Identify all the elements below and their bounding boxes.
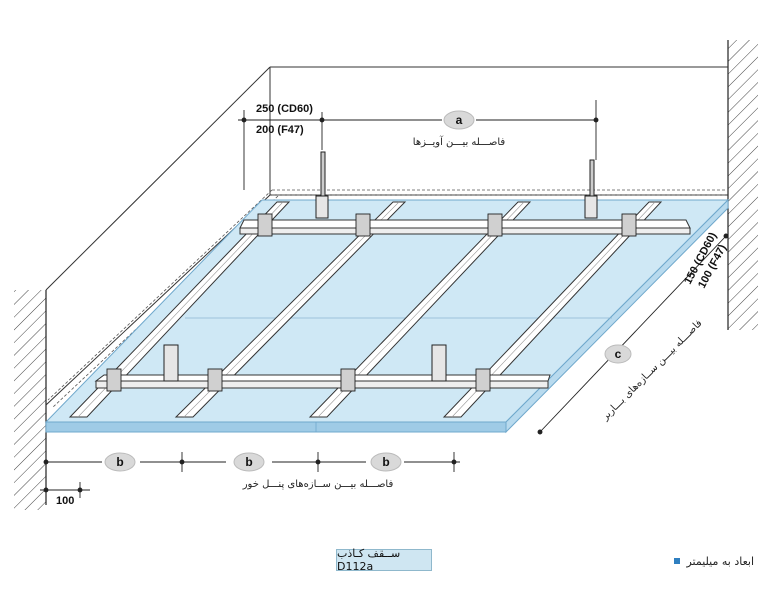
clip — [487, 213, 503, 237]
clip — [355, 213, 371, 237]
left-wall-hatch — [14, 290, 46, 510]
clip — [207, 368, 223, 392]
badge-b: b — [370, 452, 402, 472]
main-carrier-profiles — [94, 219, 691, 389]
svg-text:b: b — [382, 455, 389, 469]
badge-c: c — [604, 344, 632, 364]
wall-hatching — [14, 40, 758, 510]
clip — [475, 368, 491, 392]
right-wall-hatch — [728, 40, 758, 330]
hanger-offset-f47: 200 (F47) — [256, 124, 304, 136]
dimension-lines — [40, 100, 729, 498]
hanger-bracket — [163, 344, 179, 382]
hanger-offset-cd60: 250 (CD60) — [256, 103, 313, 115]
hanger-bracket — [431, 344, 447, 382]
gypsum-board — [44, 198, 730, 434]
hangers — [163, 151, 598, 382]
svg-text:b: b — [116, 455, 123, 469]
profile-3 — [308, 201, 532, 418]
svg-text:b: b — [245, 455, 252, 469]
connectors — [106, 213, 637, 392]
badge-b: b — [233, 452, 265, 472]
hanger-spacing-label: فاصـــله بیـــن آویــزها — [413, 135, 506, 148]
panel-profile-spacing-label: فاصـــله بیـــن ســازه‌های پنـــل خور — [242, 479, 394, 490]
hanger-bracket — [584, 195, 598, 219]
ceiling-assembly-diagram: 250 (CD60) 200 (F47) 150 (CD60) 100 (F47… — [14, 40, 758, 510]
clip — [257, 213, 273, 237]
clip — [340, 368, 356, 392]
svg-text:a: a — [456, 113, 463, 127]
carrier-spacing-label: فاصـــله بیـــن ســازه‌های بـــاربر — [599, 318, 704, 423]
profile-2 — [174, 201, 407, 418]
bullet-icon — [674, 558, 681, 564]
hanger-bracket — [315, 195, 329, 219]
clip — [106, 368, 122, 392]
units-note: ابعاد به میلیمتر — [674, 553, 754, 569]
system-caption: ســقف کـاذب D112a — [336, 547, 432, 573]
badge-a: a — [443, 110, 475, 130]
units-note-text: ابعاد به میلیمتر — [686, 554, 754, 568]
profile-4 — [442, 201, 663, 418]
clip — [621, 213, 637, 237]
badge-b: b — [104, 452, 136, 472]
carrier-back-front — [239, 227, 691, 235]
panel-bearing-profiles — [68, 201, 663, 418]
wall-gap-label: 100 — [56, 495, 74, 507]
board-side-edge — [505, 198, 729, 434]
carrier-front-front — [95, 380, 549, 389]
profile-1 — [68, 201, 291, 418]
board-front-edge — [45, 421, 507, 433]
svg-text:c: c — [615, 347, 622, 361]
